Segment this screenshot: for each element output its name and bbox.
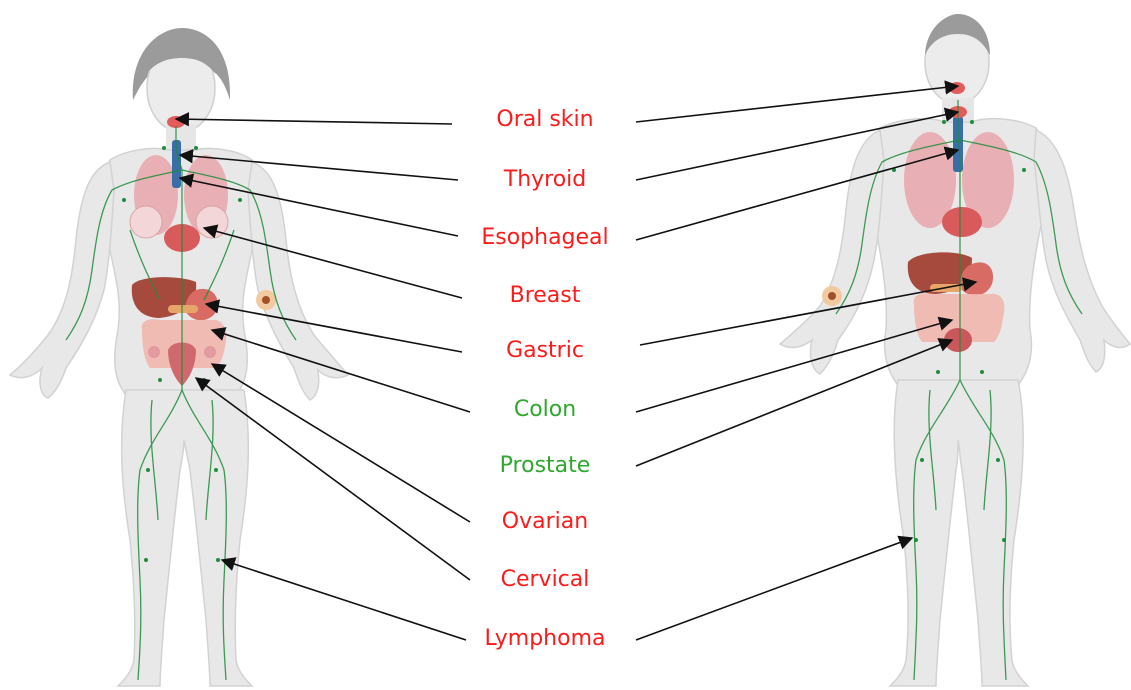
label-cervical: Cervical — [450, 567, 640, 593]
female-left-arm — [10, 162, 114, 398]
label-breast: Breast — [450, 283, 640, 309]
label-lymphoma: Lymphoma — [450, 626, 640, 652]
male-mouth — [949, 82, 965, 94]
arrow-colon-female — [212, 330, 470, 412]
label-ovarian: Ovarian — [450, 509, 640, 535]
label-gastric: Gastric — [450, 338, 640, 364]
male-prostate — [944, 328, 972, 352]
label-thyroid: Thyroid — [450, 167, 640, 193]
label-oral-skin: Oral skin — [450, 107, 640, 133]
arrow-lymphoma-female — [222, 560, 466, 640]
label-colon: Colon — [450, 397, 640, 423]
arrow-oral-male — [636, 86, 958, 122]
female-right-arm — [248, 162, 348, 400]
arrow-oral-female — [176, 119, 452, 124]
male-left-arm — [780, 130, 884, 374]
arrow-lymphoma-male — [636, 538, 912, 640]
male-body — [780, 14, 1130, 686]
label-esophageal: Esophageal — [450, 225, 640, 251]
arrow-ovarian-female — [212, 364, 470, 522]
male-legs — [890, 380, 1028, 686]
label-prostate: Prostate — [450, 453, 640, 479]
male-right-arm — [1034, 130, 1130, 372]
